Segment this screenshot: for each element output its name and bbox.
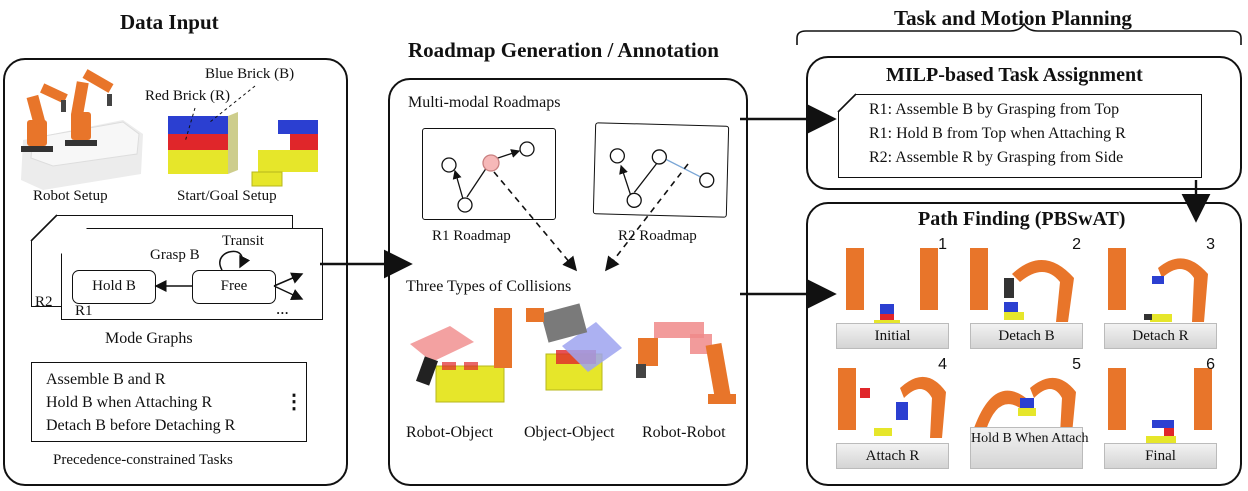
mode-graph-r1-label: R1 <box>75 303 93 319</box>
frame-label: Detach R <box>1104 323 1217 349</box>
r2-node <box>699 172 715 188</box>
robot-setup-image <box>13 68 148 190</box>
frame-attach-r: 4 Attach R <box>830 358 955 471</box>
red-brick-label: Red Brick (R) <box>145 88 230 104</box>
task-line-2: Hold B when Attaching R <box>46 394 213 411</box>
r1-roadmap-graph <box>441 141 535 213</box>
r1-roadmap-caption: R1 Roadmap <box>432 228 511 244</box>
roadmap-dashed-arrows <box>493 163 689 272</box>
frame-detach-b: 2 Detach B <box>964 238 1089 351</box>
milp-line-3: R2: Assemble R by Grasping from Side <box>869 149 1124 166</box>
r1-node <box>457 197 473 213</box>
robot-object-caption: Robot-Object <box>406 424 494 441</box>
path-finding-title: Path Finding (PBSwAT) <box>918 208 1126 230</box>
mode-graph-card-r1: R1 Transit Grasp B Hold B Free ... <box>61 228 323 320</box>
frame-number: 1 <box>938 238 947 253</box>
frame-number: 4 <box>938 358 947 373</box>
transit-label: Transit <box>222 233 264 249</box>
frame-hold-b-attaching-r: 5 Hold B When Attaching R <box>964 358 1089 471</box>
data-input-panel: Robot Setup Start/Goal Setup Blue Brick … <box>3 58 348 486</box>
frame-number: 6 <box>1206 358 1215 373</box>
r1-node <box>441 157 457 173</box>
mode-graphs-caption: Mode Graphs <box>105 330 193 347</box>
tasks-more-icon: ⋮ <box>284 391 304 413</box>
start-goal-image <box>160 112 335 192</box>
collisions-label: Three Types of Collisions <box>406 278 572 295</box>
milp-panel: MILP-based Task Assignment R1: Assemble … <box>806 56 1242 190</box>
r2-roadmap-graph <box>609 148 715 208</box>
r2-roadmap-card <box>592 122 730 218</box>
r2-node <box>609 148 626 164</box>
multimodal-roadmaps-label: Multi-modal Roadmaps <box>408 94 561 111</box>
task-line-1: Assemble B and R <box>46 371 166 388</box>
start-brick-stack <box>168 112 238 174</box>
frame-label: Initial <box>836 323 949 349</box>
brick-leader-lines <box>184 85 256 143</box>
r1-collision-node <box>482 154 500 172</box>
milp-card-corner <box>837 93 857 113</box>
path-finding-panel: Path Finding (PBSwAT) 1 Initial 2 Detach… <box>806 202 1242 486</box>
milp-assignment-card: R1: Assemble B by Grasping from Top R1: … <box>838 94 1202 178</box>
frame-number: 3 <box>1206 238 1215 253</box>
robot-object-collision-image <box>402 308 512 416</box>
grasp-label: Grasp B <box>150 247 200 263</box>
robot-setup-caption: Robot Setup <box>33 188 108 204</box>
object-object-collision-image <box>526 303 626 416</box>
r2-node <box>626 192 642 208</box>
data-input-title: Data Input <box>120 10 219 34</box>
blue-brick-label: Blue Brick (B) <box>205 66 295 82</box>
mode-graph-edges <box>154 250 304 301</box>
milp-line-2: R1: Hold B from Top when Attaching R <box>869 125 1126 142</box>
r2-roadmap-caption: R2 Roadmap <box>618 228 697 244</box>
start-goal-caption: Start/Goal Setup <box>177 188 277 204</box>
frame-label: Hold B When Attaching R <box>970 427 1089 469</box>
frame-number: 5 <box>1072 358 1081 373</box>
mode-graph-r2-label: R2 <box>35 294 53 310</box>
mode-graph-card-r2-corner <box>30 214 58 242</box>
frame-detach-r: 3 Detach R <box>1098 238 1223 351</box>
tasks-caption: Precedence-constrained Tasks <box>53 452 233 468</box>
roadmap-title: Roadmap Generation / Annotation <box>408 38 719 62</box>
frame-label: Final <box>1104 443 1217 469</box>
frame-initial: 1 Initial <box>830 238 955 351</box>
tasks-card: Assemble B and R Hold B when Attaching R… <box>31 362 307 442</box>
r1-roadmap-card <box>422 128 556 220</box>
r2-node <box>651 149 667 165</box>
r1-node <box>519 141 535 157</box>
goal-brick-stack <box>251 120 318 187</box>
robot-arm-right <box>65 69 114 146</box>
milp-title: MILP-based Task Assignment <box>886 64 1143 86</box>
robot-robot-collision-image <box>630 308 742 416</box>
object-object-caption: Object-Object <box>524 424 615 441</box>
mode-graph-ellipsis: ... <box>276 299 289 318</box>
robot-arm-left <box>21 83 68 152</box>
milp-line-1: R1: Assemble B by Grasping from Top <box>869 101 1120 118</box>
robot-robot-caption: Robot-Robot <box>642 424 726 441</box>
frame-label: Detach B <box>970 323 1083 349</box>
frame-label: Attach R <box>836 443 949 469</box>
task-line-3: Detach B before Detaching R <box>46 417 236 434</box>
roadmap-panel: Multi-modal Roadmaps R1 Roadmap R2 Roadm… <box>388 78 748 486</box>
tamp-title: Task and Motion Planning <box>894 6 1132 30</box>
frame-final: 6 Final <box>1098 358 1223 471</box>
frame-number: 2 <box>1072 238 1081 253</box>
